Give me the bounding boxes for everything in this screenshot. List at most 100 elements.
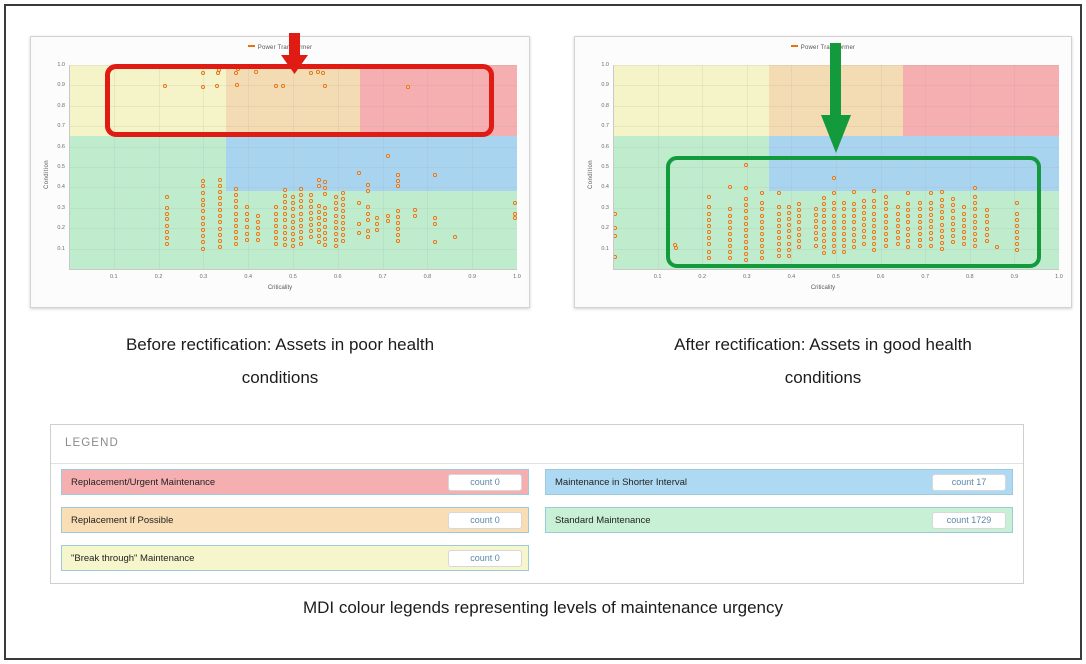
- scatter-point: [787, 235, 792, 240]
- scatter-point: [984, 208, 989, 213]
- y-tick-label: 1.0: [57, 62, 65, 68]
- y-tick-label: 0.8: [601, 102, 609, 109]
- scatter-point: [273, 211, 278, 216]
- scatter-point: [433, 221, 438, 226]
- scatter-point: [385, 219, 390, 224]
- scatter-point: [842, 225, 847, 230]
- scatter-point: [871, 235, 876, 240]
- scatter-point: [842, 207, 847, 212]
- scatter-point: [406, 84, 411, 89]
- scatter-point: [984, 232, 989, 237]
- scatter-point: [776, 254, 781, 259]
- scatter-point: [163, 84, 168, 89]
- scatter-point: [291, 213, 295, 218]
- scatter-point: [245, 238, 250, 243]
- scatter-point: [1014, 235, 1019, 240]
- scatter-point: [831, 250, 836, 255]
- legend-row-count-badge[interactable]: count 1729: [932, 511, 1006, 529]
- scatter-point: [282, 218, 287, 223]
- scatter-point: [299, 229, 304, 234]
- scatter-point: [883, 238, 888, 243]
- scatter-point: [861, 241, 866, 246]
- scatter-point: [281, 84, 286, 89]
- scatter-point: [233, 70, 238, 75]
- x-tick-label: 0.9: [468, 274, 477, 280]
- scatter-point: [282, 242, 287, 247]
- scatter-point: [164, 195, 169, 200]
- scatter-point: [396, 208, 401, 213]
- scatter-point: [341, 208, 346, 213]
- scatter-point: [200, 197, 205, 202]
- gridline: [613, 207, 1059, 209]
- scatter-point: [950, 240, 955, 245]
- legend-row[interactable]: Replacement If Possible count 0: [61, 507, 529, 533]
- scatter-point: [861, 217, 866, 222]
- scatter-point: [308, 192, 313, 197]
- scatter-point: [883, 231, 888, 236]
- scatter-point: [512, 211, 517, 216]
- gridline: [613, 248, 1059, 250]
- y-tick-label: 0.3: [57, 204, 65, 211]
- scatter-point: [861, 229, 866, 234]
- x-tick-label: 0.2: [154, 274, 163, 280]
- scatter-point: [851, 226, 856, 231]
- scatter-point: [962, 229, 967, 234]
- scatter-point: [282, 187, 287, 192]
- scatter-point: [851, 220, 856, 225]
- scatter-point: [895, 217, 900, 222]
- scatter-point: [233, 229, 238, 234]
- legend-row-label: Replacement If Possible: [71, 514, 174, 526]
- scatter-point: [164, 223, 169, 228]
- scatter-point: [962, 242, 967, 247]
- scatter-point: [776, 229, 781, 234]
- series-legend-label: Power Transformer: [800, 45, 856, 51]
- scatter-point: [316, 203, 321, 208]
- scatter-point: [233, 187, 238, 192]
- gridline: [613, 228, 1059, 230]
- scatter-point: [962, 217, 967, 222]
- scatter-point: [861, 204, 866, 209]
- series-legend-after: Power Transformer: [579, 45, 1067, 51]
- scatter-point: [357, 221, 362, 226]
- scatter-point: [282, 206, 287, 211]
- scatter-point: [366, 189, 371, 194]
- scatter-point: [821, 214, 826, 219]
- scatter-point: [727, 184, 732, 189]
- scatter-point: [883, 244, 888, 249]
- scatter-point: [906, 244, 911, 249]
- x-tick-label: 0.3: [199, 274, 208, 280]
- scatter-point: [217, 214, 222, 219]
- scatter-point: [320, 70, 325, 75]
- legend-row-count-badge[interactable]: count 0: [448, 511, 522, 529]
- scatter-point: [821, 238, 826, 243]
- y-axis-line: [613, 65, 614, 269]
- scatter-point: [973, 219, 978, 224]
- scatter-point: [1014, 242, 1019, 247]
- legend-row-count-badge[interactable]: count 0: [448, 549, 522, 567]
- scatter-point: [256, 219, 261, 224]
- scatter-point: [366, 211, 371, 216]
- legend-row-count-badge[interactable]: count 17: [932, 473, 1006, 491]
- scatter-point: [813, 225, 818, 230]
- legend-row-count-badge[interactable]: count 0: [448, 473, 522, 491]
- y-tick-label: 0.7: [601, 123, 609, 130]
- scatter-point: [385, 153, 390, 158]
- scatter-point: [743, 186, 748, 191]
- scatter-point: [871, 223, 876, 228]
- scatter-point: [743, 209, 748, 214]
- scatter-point: [233, 223, 238, 228]
- scatter-point: [940, 189, 945, 194]
- scatter-point: [433, 240, 438, 245]
- scatter-point: [776, 217, 781, 222]
- scatter-point: [299, 211, 304, 216]
- scatter-point: [917, 238, 922, 243]
- scatter-point: [842, 219, 847, 224]
- scatter-point: [217, 232, 222, 237]
